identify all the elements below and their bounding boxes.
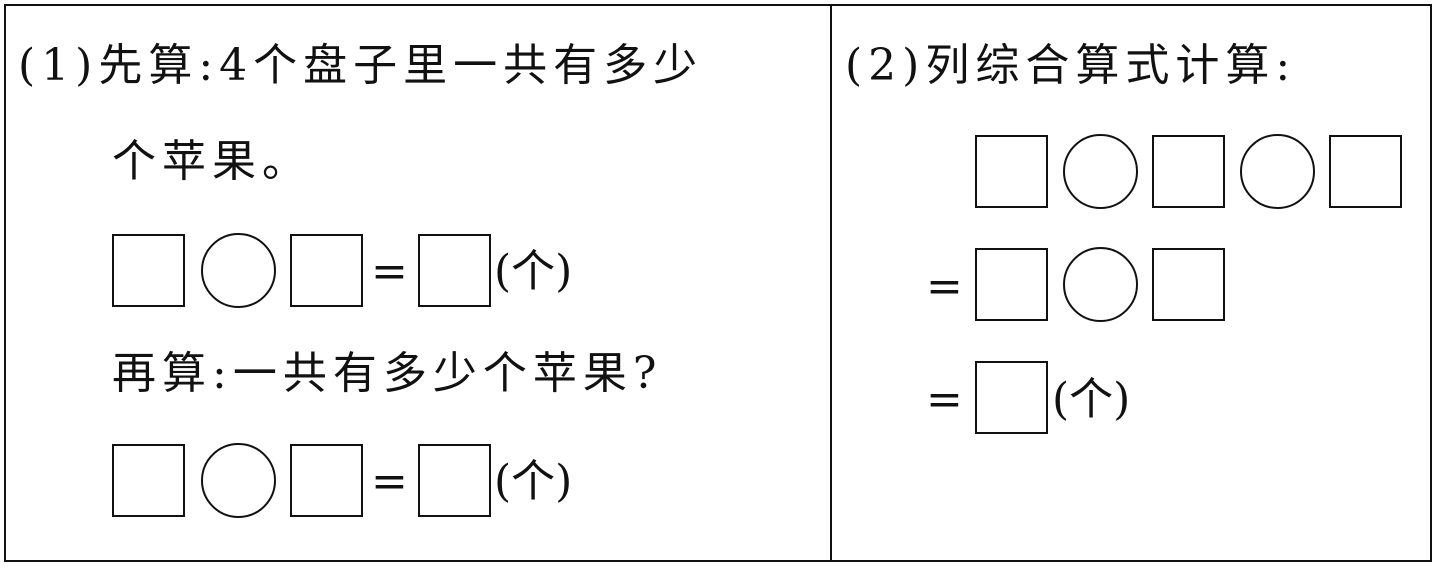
- unit-label: (个): [494, 456, 573, 507]
- question-1-text-continued: 个苹果。: [112, 136, 312, 187]
- equals-sign: =: [371, 246, 408, 297]
- expression-box-4[interactable]: [975, 248, 1048, 321]
- expression-box-3[interactable]: [1329, 135, 1402, 208]
- unit-label: (个): [1052, 374, 1131, 425]
- operator-circle-1[interactable]: [201, 233, 276, 308]
- question-1-second-step: 再算:一共有多少个苹果?: [112, 348, 663, 399]
- equals-sign: =: [926, 374, 963, 425]
- result-box-1[interactable]: [418, 234, 491, 307]
- expression-box-2[interactable]: [1152, 135, 1225, 208]
- unit-label: (个): [494, 246, 573, 297]
- expression-box-5[interactable]: [1152, 248, 1225, 321]
- equals-sign: =: [371, 456, 408, 507]
- operator-circle-4[interactable]: [1240, 134, 1315, 209]
- question-2-text: (2)列综合算式计算:: [845, 40, 1297, 91]
- worksheet-frame: [4, 4, 1432, 562]
- answer-box-1-2[interactable]: [290, 234, 363, 307]
- operator-circle-5[interactable]: [1063, 247, 1138, 322]
- operator-circle-3[interactable]: [1063, 134, 1138, 209]
- result-box-2[interactable]: [418, 444, 491, 517]
- operator-circle-2[interactable]: [201, 443, 276, 518]
- question-1-text: (1)先算:4个盘子里一共有多少: [18, 40, 704, 91]
- column-divider: [830, 4, 832, 562]
- answer-box-1-1[interactable]: [112, 234, 185, 307]
- expression-box-1[interactable]: [975, 135, 1048, 208]
- answer-box-2-1[interactable]: [112, 444, 185, 517]
- answer-box-2-2[interactable]: [290, 444, 363, 517]
- final-result-box[interactable]: [975, 361, 1048, 434]
- equals-sign: =: [926, 261, 963, 312]
